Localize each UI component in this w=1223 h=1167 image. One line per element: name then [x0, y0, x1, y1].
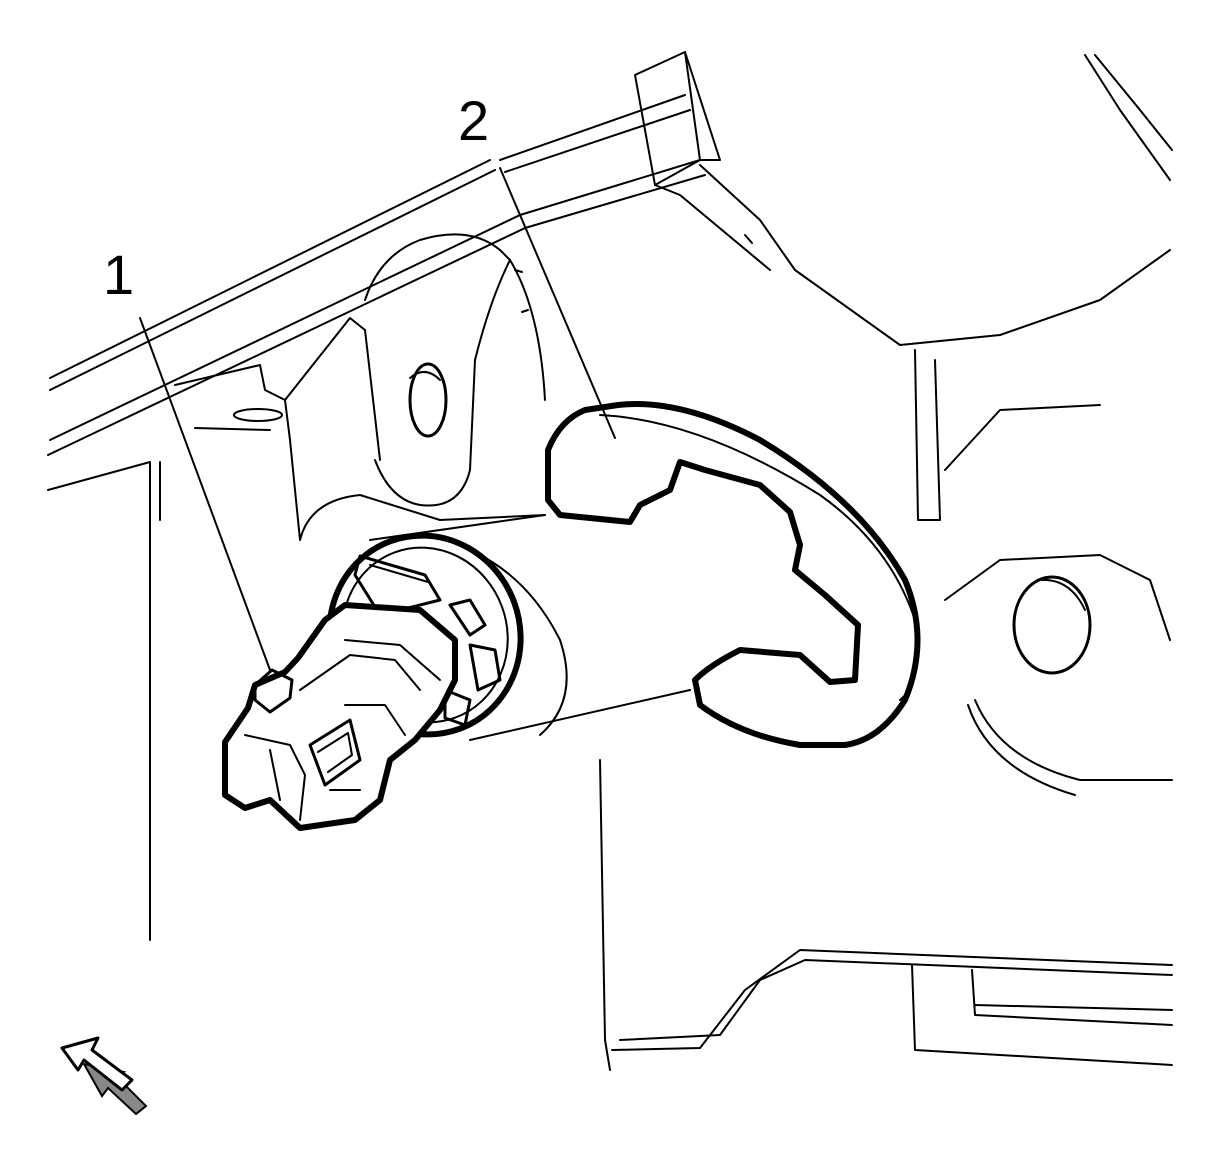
view-direction-arrow-icon	[60, 1036, 148, 1116]
sensor-retainer	[545, 401, 921, 748]
leader-line-1	[139, 317, 271, 671]
sensor-connector	[222, 532, 524, 831]
callout-label-1: 1	[103, 243, 134, 306]
leader-line-2	[499, 167, 616, 439]
engine-housing	[47, 51, 1173, 1071]
leader-lines	[139, 167, 616, 671]
callout-label-2: 2	[458, 89, 489, 152]
